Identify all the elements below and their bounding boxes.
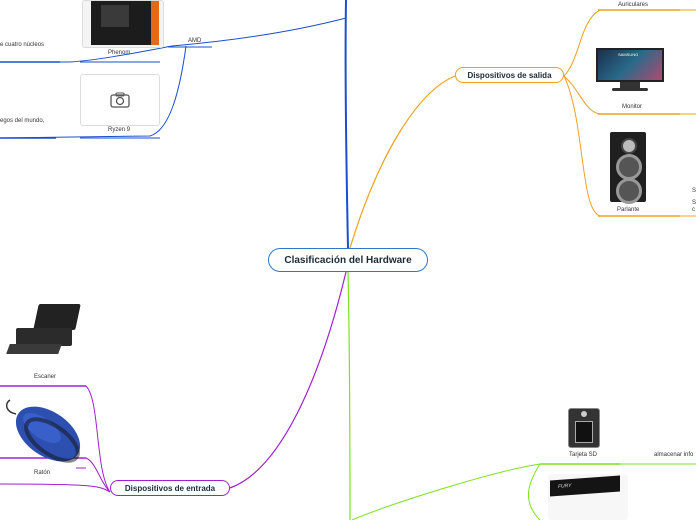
raton-image[interactable]	[2, 396, 88, 464]
monitor-screen-icon: SAMSUNG	[596, 48, 664, 82]
ram-brand-text: FURY	[558, 482, 572, 490]
phenom-image[interactable]	[82, 0, 164, 48]
connector-parlante	[563, 75, 696, 217]
connector-ryzen	[0, 45, 187, 139]
label-ryzen-desc: egos del mundo,	[0, 118, 45, 124]
connector-processors	[344, 0, 349, 249]
parlante-note-1: S	[692, 188, 696, 194]
speaker-woofer2-icon	[616, 178, 642, 204]
ram-image[interactable]: FURY	[548, 474, 628, 520]
connector-input-extra	[0, 483, 111, 493]
ryzen-image-placeholder[interactable]	[80, 74, 160, 126]
monitor-brand-text: SAMSUNG	[618, 52, 639, 57]
connector-sd	[351, 463, 696, 520]
label-auriculares: Auriculares	[618, 2, 649, 8]
processor-box-icon	[91, 1, 159, 45]
label-ryzen: Ryzen 9	[108, 127, 131, 133]
connector-storage	[347, 271, 351, 520]
branch-output-devices[interactable]: Dispositivos de salida	[455, 67, 564, 83]
parlante-note-3: c	[692, 207, 695, 213]
central-topic-label: Clasificación del Hardware	[284, 254, 412, 266]
connector-amd	[171, 17, 347, 47]
scanner-icon	[33, 304, 81, 330]
connector-output	[349, 75, 456, 249]
branch-output-label: Dispositivos de salida	[467, 70, 552, 80]
label-tarjeta-sd: Tarjeta SD	[569, 452, 598, 458]
camera-icon	[110, 92, 130, 108]
escaner-image[interactable]	[6, 300, 82, 362]
speaker-tweeter-icon	[621, 138, 637, 154]
sd-card-icon	[575, 421, 593, 443]
branch-input-devices[interactable]: Dispositivos de entrada	[110, 480, 230, 496]
label-sd-desc: almacenar info	[654, 452, 694, 458]
label-parlante: Parlante	[617, 207, 640, 213]
connector-raton	[0, 457, 111, 493]
speaker-woofer-icon	[616, 154, 642, 180]
connector-ram	[527, 463, 541, 520]
label-escaner: Escaner	[34, 374, 57, 380]
label-monitor: Monitor	[622, 104, 643, 110]
connector-input	[229, 271, 347, 489]
connector-escaner	[0, 385, 111, 493]
label-phenom: Phenom	[108, 50, 131, 56]
label-phenom-desc: e cuatro núcleos	[0, 42, 45, 48]
branch-input-label: Dispositivos de entrada	[124, 483, 216, 493]
label-amd: AMD	[188, 38, 202, 44]
label-raton: Ratón	[34, 470, 51, 476]
mouse-icon	[5, 399, 81, 463]
connector-phenom	[0, 45, 173, 63]
ram-module-icon: FURY	[550, 475, 620, 497]
monitor-image[interactable]: SAMSUNG	[596, 48, 666, 94]
sd-card-image[interactable]	[568, 408, 600, 448]
parlante-image[interactable]	[610, 132, 646, 204]
central-topic[interactable]: Clasificación del Hardware	[268, 248, 428, 272]
parlante-note-2: S	[692, 200, 696, 206]
